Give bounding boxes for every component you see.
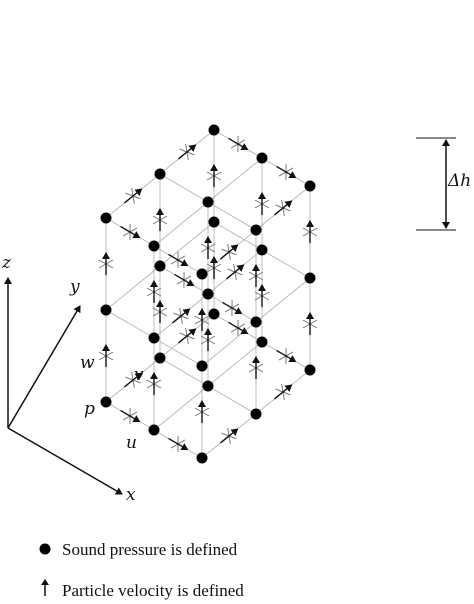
pressure-nodes (100, 124, 316, 464)
velocity-arrow-v (172, 308, 191, 324)
velocity-arrow-u (228, 137, 249, 151)
grid-edge-y (105, 265, 161, 311)
pressure-node (100, 212, 112, 224)
grid-edge-x (207, 385, 257, 415)
velocity-arrow-v (274, 200, 293, 216)
delta-h-label: Δh (447, 171, 471, 191)
velocity-arrow-u (168, 437, 189, 451)
legend-velocity: Particle velocity is defined (36, 579, 244, 602)
grid-edge-x (105, 309, 155, 339)
grid-edge-y (255, 277, 311, 323)
pressure-node (148, 240, 160, 252)
legend-pressure-text: Sound pressure is defined (62, 540, 238, 559)
pressure-node (148, 424, 160, 436)
velocity-arrow-v (178, 144, 197, 160)
p-label: p (84, 399, 95, 419)
grid-edge-x (159, 173, 209, 203)
legend-velocity-text: Particle velocity is defined (62, 580, 244, 600)
pressure-node (208, 216, 220, 228)
pressure-node (100, 396, 112, 408)
pressure-node (250, 224, 262, 236)
pressure-node (196, 268, 208, 280)
pressure-node (148, 332, 160, 344)
pressure-node (154, 352, 166, 364)
pressure-node (256, 152, 268, 164)
w-label: w (80, 353, 95, 373)
grid-edge-y (153, 201, 209, 247)
grid-edge-y (201, 321, 257, 367)
pressure-node (304, 272, 316, 284)
pressure-node (196, 360, 208, 372)
pressure-node (202, 288, 214, 300)
velocity-arrow-v (274, 384, 293, 400)
z-axis-label: z (1, 253, 12, 273)
pressure-node (250, 316, 262, 328)
velocity-arrow-u (120, 409, 141, 423)
pressure-node (256, 244, 268, 256)
pressure-node (208, 308, 220, 320)
velocity-arrow-v (124, 372, 143, 388)
delta-h-dimension (416, 137, 456, 231)
velocity-arrow-u (120, 225, 141, 239)
velocity-arrow-u (276, 349, 297, 363)
arrow-up-icon (36, 579, 54, 602)
grid-edge-y (159, 221, 215, 267)
pressure-node (202, 196, 214, 208)
velocity-arrows (102, 137, 314, 451)
pressure-node (154, 260, 166, 272)
velocity-arrow-u (276, 165, 297, 179)
x-axis (7, 427, 123, 495)
velocity-arrow-u (228, 321, 249, 335)
velocity-arrow-u (222, 301, 243, 315)
grid-edge-y (207, 157, 263, 203)
pressure-node (250, 408, 262, 420)
pressure-node (256, 336, 268, 348)
u-label: u (126, 433, 137, 453)
velocity-arrow-v (220, 428, 239, 444)
y-axis-label: y (69, 277, 80, 297)
grid-edge-x (153, 337, 203, 367)
velocity-arrow-u (168, 253, 189, 267)
grid-edge-x (159, 357, 209, 387)
pressure-node (304, 364, 316, 376)
v-label: v (134, 365, 144, 385)
velocity-arrow-v (178, 328, 197, 344)
y-axis (7, 305, 81, 429)
velocity-arrow-v (124, 188, 143, 204)
grid-edge-y (153, 385, 209, 431)
velocity-arrow-v (220, 244, 239, 260)
grid-edge-y (207, 341, 263, 387)
pressure-node (100, 304, 112, 316)
dot-icon (36, 540, 54, 560)
pressure-node (196, 452, 208, 464)
grid-edge-x (261, 249, 311, 279)
grid-edge-x (207, 201, 257, 231)
velocity-arrow-u (174, 273, 195, 287)
velocity-arrow-v (226, 264, 245, 280)
x-axis-label: x (126, 485, 136, 505)
grid-edge-x (213, 221, 263, 251)
pressure-node (304, 180, 316, 192)
coordinate-axes (4, 277, 123, 495)
pressure-node (154, 168, 166, 180)
pressure-node (208, 124, 220, 136)
legend-pressure: Sound pressure is defined (36, 540, 237, 560)
pressure-node (202, 380, 214, 392)
